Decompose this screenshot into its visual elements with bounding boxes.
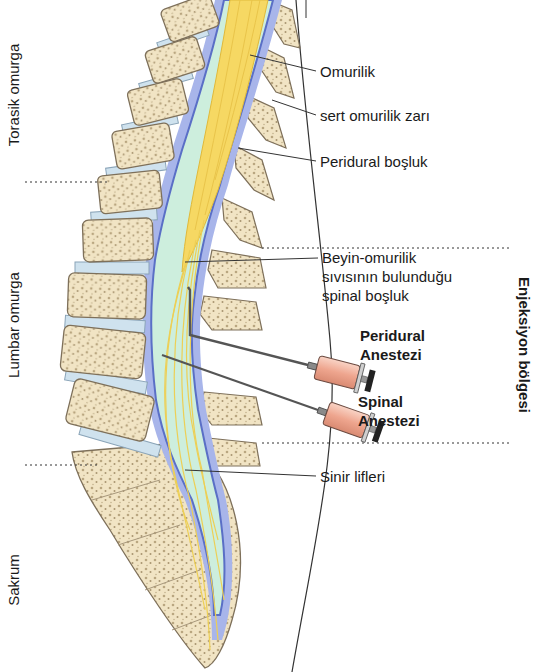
region-divider [25, 182, 512, 465]
region-label: Lumbar omurga [4, 272, 23, 378]
zone-label: Enjeksiyon bölgesi [515, 277, 534, 413]
spinal-needle [162, 355, 318, 410]
nerve-fibers [165, 220, 224, 650]
region-label: Torasik omurga [4, 44, 23, 147]
skin-line [292, 0, 332, 672]
peridural-needle [188, 287, 308, 365]
leader-lines [185, 55, 318, 476]
part-label: sert omurilik zarı [320, 106, 430, 125]
region-label: Sakrum [4, 554, 23, 606]
part-label: Beyin-omurilik sıvısının bulunduğu spina… [322, 248, 472, 305]
part-label: Sinir lifleri [320, 467, 385, 486]
part-label: Omurilik [320, 62, 375, 81]
skin-line [306, 0, 307, 18]
vertebral-bodies [60, 0, 220, 442]
part-label: Peridural boşluk [320, 152, 428, 171]
intervertebral-discs [65, 26, 210, 457]
method-label: Spinal Anestezi [358, 392, 443, 430]
method-label: Peridural Anestezi [360, 326, 445, 364]
